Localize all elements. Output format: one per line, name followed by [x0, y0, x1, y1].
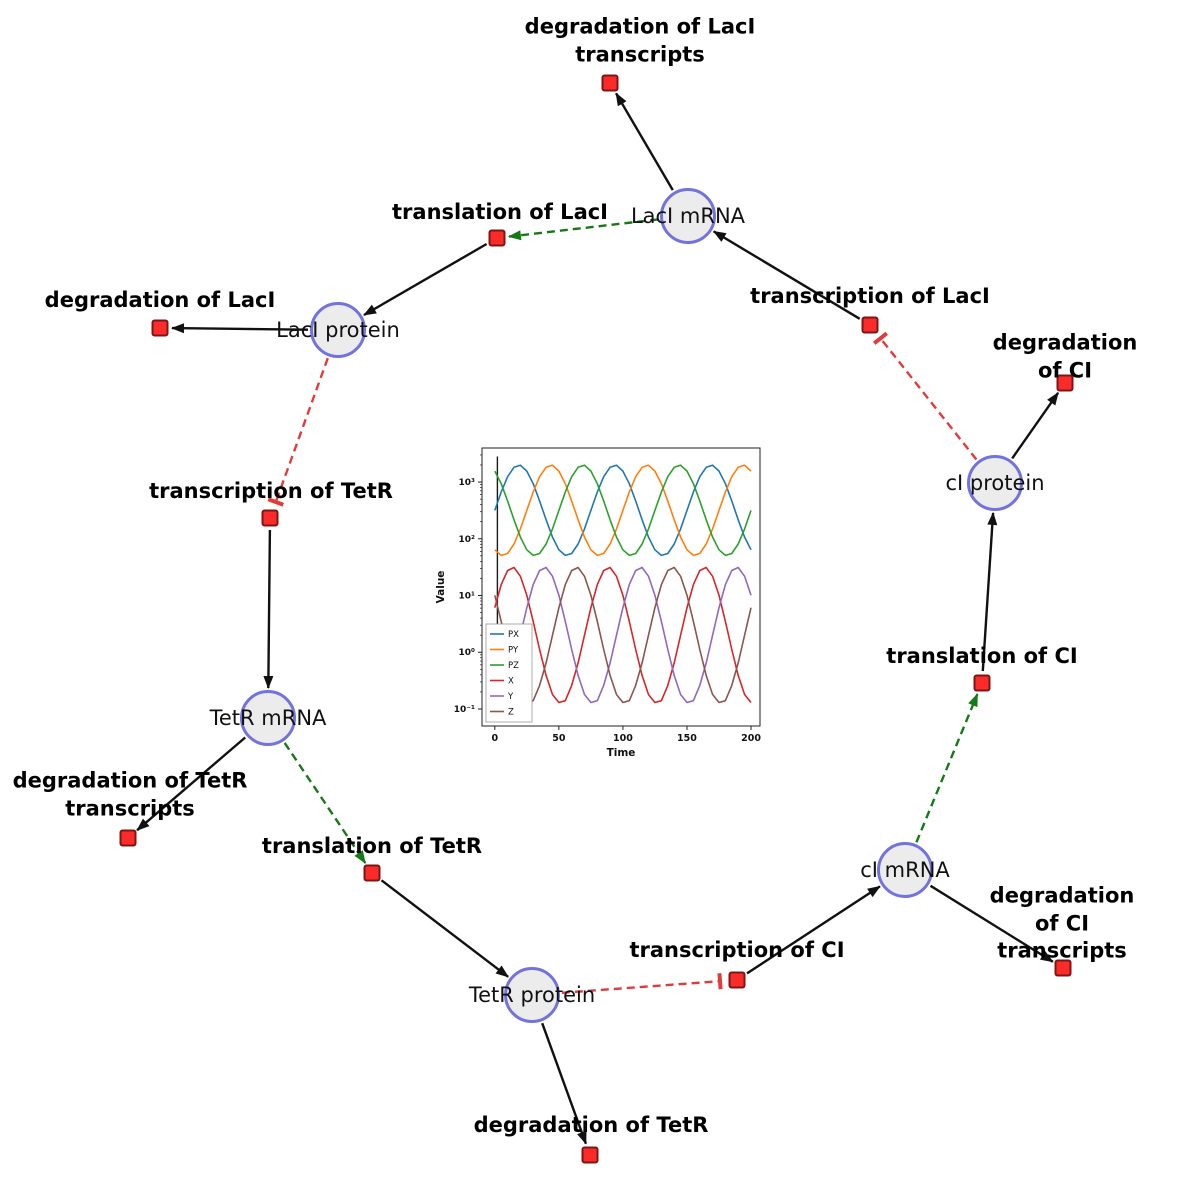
edge-txn-ci-to-ci-mrna: [746, 885, 881, 975]
species-node-tetr-protein: [504, 967, 560, 1023]
x-tick-label: 150: [677, 733, 697, 744]
reaction-label-transl-tetr: translation of TetR: [261, 834, 483, 859]
legend-box: [485, 623, 533, 723]
x-tick-label: 100: [613, 733, 633, 744]
reaction-label-deg-laci: degradation of LacI: [44, 288, 276, 313]
reaction-node-deg-ci: [1056, 374, 1074, 392]
y-tick-label: 10⁰: [459, 648, 476, 658]
reaction-label-txn-tetr: transcription of TetR: [149, 479, 393, 504]
species-label-ci-mrna: cI mRNA: [860, 858, 950, 882]
series-Y: [494, 566, 752, 704]
series-PZ: [494, 464, 752, 557]
series-X: [494, 566, 752, 704]
reaction-node-txn-ci: [728, 971, 746, 989]
reaction-label-deg-laci-tx: degradation of LacI transcripts: [524, 14, 756, 66]
legend-label-Y: Y: [507, 692, 514, 702]
series-Z: [494, 566, 752, 704]
species-label-ci-protein: cI protein: [945, 471, 1045, 495]
y-axis-label: Value: [435, 571, 447, 604]
edge-tetr-protein-to-deg-tetr: [541, 1022, 588, 1145]
series-PX: [494, 464, 752, 557]
edge-transl-ci-to-ci-protein: [981, 511, 998, 672]
reaction-node-transl-ci: [973, 674, 991, 692]
species-node-ci-mrna: [877, 842, 933, 898]
reaction-node-deg-tetr: [581, 1146, 599, 1164]
x-tick-label: 200: [741, 733, 761, 744]
reaction-label-txn-laci: transcription of LacI: [750, 284, 990, 309]
reaction-node-deg-laci-tx: [601, 74, 619, 92]
species-label-tetr-protein: TetR protein: [468, 983, 596, 1007]
species-label-laci-mrna: LacI mRNA: [630, 204, 746, 228]
species-label-laci-protein: LacI protein: [276, 318, 400, 342]
reaction-label-deg-tetr: degradation of TetR: [473, 1113, 709, 1138]
reaction-label-deg-ci-tx: degradation of CI transcripts: [989, 883, 1135, 963]
reaction-node-txn-laci: [861, 316, 879, 334]
y-tick-label: 10⁻¹: [454, 705, 475, 715]
reaction-node-deg-ci-tx: [1054, 959, 1072, 977]
edge-ci-protein-to-deg-ci: [1011, 391, 1060, 460]
reaction-node-deg-laci: [151, 319, 169, 337]
edge-txn-laci-to-laci-mrna: [712, 230, 861, 320]
reaction-label-txn-ci: transcription of CI: [629, 938, 845, 963]
edge-ci-mrna-to-deg-ci-tx: [929, 884, 1054, 963]
y-tick-label: 10¹: [459, 592, 476, 602]
edge-tetr-mrna-to-transl-tetr: [283, 742, 367, 864]
reaction-node-transl-tetr: [363, 864, 381, 882]
y-tick-label: 10²: [459, 535, 476, 545]
edge-tetr-protein-to-txn-ci: [561, 973, 723, 994]
edge-laci-mrna-to-deg-laci-tx: [615, 92, 674, 191]
legend-label-Z: Z: [508, 708, 514, 718]
legend-label-PX: PX: [508, 630, 519, 640]
x-tick-label: 0: [491, 733, 498, 744]
reaction-label-transl-ci: translation of CI: [886, 644, 1078, 669]
edge-laci-protein-to-deg-laci: [171, 323, 309, 334]
species-node-ci-protein: [967, 455, 1023, 511]
edge-transl-tetr-to-tetr-protein: [380, 879, 509, 978]
edge-txn-tetr-to-tetr-mrna: [263, 529, 274, 689]
edge-ci-mrna-to-transl-ci: [915, 693, 979, 843]
reaction-label-deg-tetr-tx: degradation of TetR transcripts: [12, 768, 248, 820]
species-label-tetr-mrna: TetR mRNA: [209, 706, 327, 730]
reaction-label-transl-laci: translation of LacI: [392, 200, 608, 225]
legend-label-PY: PY: [508, 646, 519, 656]
legend-label-PZ: PZ: [508, 661, 519, 671]
legend: PX PY PZ XYZ: [485, 623, 533, 723]
reaction-node-txn-tetr: [261, 509, 279, 527]
y-tick-label: 10³: [459, 478, 476, 488]
edge-transl-laci-to-laci-protein: [363, 242, 488, 317]
species-node-laci-protein: [310, 302, 366, 358]
reaction-node-transl-laci: [488, 229, 506, 247]
series-PY: [494, 464, 752, 557]
reaction-node-deg-tetr-tx: [119, 829, 137, 847]
reaction-label-deg-ci: degradation of CI: [992, 330, 1138, 382]
x-tick-label: 50: [552, 733, 566, 744]
species-node-laci-mrna: [660, 188, 716, 244]
edge-tetr-mrna-to-deg-tetr-tx: [136, 736, 246, 832]
legend-label-X: X: [508, 677, 514, 687]
x-axis-label: Time: [607, 747, 636, 759]
species-node-tetr-mrna: [240, 690, 296, 746]
